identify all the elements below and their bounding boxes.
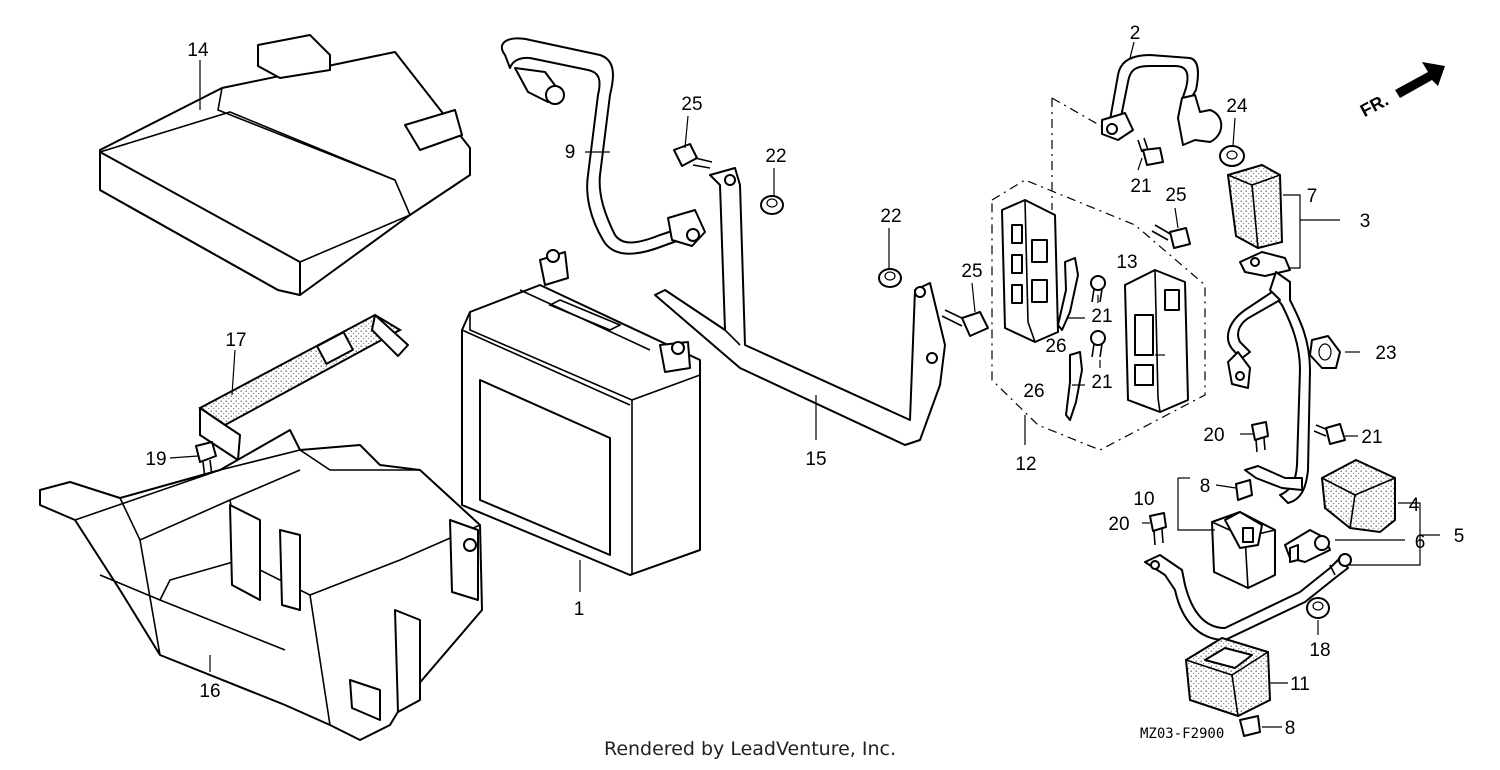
callout-8-upper: 8 xyxy=(1200,476,1211,497)
bolt-part-20-lower xyxy=(1149,512,1167,546)
ground-cable xyxy=(1144,553,1352,641)
diagram-code: MZ03-F2900 xyxy=(1140,726,1224,742)
callout-20-upper: 20 xyxy=(1203,425,1224,446)
fuse-box-cover-part-13 xyxy=(1124,269,1189,413)
bolt-part-25-middle xyxy=(941,309,989,337)
callout-7: 7 xyxy=(1307,186,1318,207)
callout-1: 1 xyxy=(574,599,585,620)
callout-21-fusebox-upper: 21 xyxy=(1091,306,1112,327)
callout-9: 9 xyxy=(565,142,576,163)
callout-25-middle: 25 xyxy=(961,261,982,282)
callout-25-left: 25 xyxy=(681,94,702,115)
terminal-cover-part-7 xyxy=(1226,163,1284,250)
starter-cable-part-3 xyxy=(1226,251,1311,504)
front-label: FR. xyxy=(1357,90,1392,121)
bolt-part-25-left xyxy=(673,143,713,169)
callout-16: 16 xyxy=(199,681,220,702)
battery-case-part-16 xyxy=(39,429,483,741)
battery-cover-part-14 xyxy=(99,34,471,296)
callout-8-lower: 8 xyxy=(1285,718,1296,739)
screw-part-21-right xyxy=(1313,423,1346,445)
screw-part-21-top xyxy=(1137,137,1164,166)
starter-relay-part-10 xyxy=(1211,465,1303,589)
fuse-puller-part-26-upper xyxy=(1057,257,1079,331)
callout-13: 13 xyxy=(1116,252,1137,273)
battery-cable-part-9 xyxy=(500,37,706,255)
callout-21-right: 21 xyxy=(1361,427,1382,448)
screw-part-21-lower-fusebox xyxy=(1090,330,1106,358)
nut-part-18 xyxy=(1306,597,1330,619)
lead-wire-part-2 xyxy=(1101,54,1223,146)
grommet-part-22-right xyxy=(878,268,902,288)
callout-21-fusebox-lower: 21 xyxy=(1091,372,1112,393)
fuse-puller-part-26-lower xyxy=(1065,351,1083,421)
callout-18: 18 xyxy=(1309,640,1330,661)
callout-26-upper: 26 xyxy=(1045,336,1066,357)
callout-26-lower: 26 xyxy=(1023,381,1044,402)
grommet-part-22-left xyxy=(760,195,784,215)
fuse-box-body xyxy=(1001,199,1059,343)
callout-12: 12 xyxy=(1015,454,1036,475)
callout-23: 23 xyxy=(1375,343,1396,364)
callout-14: 14 xyxy=(187,40,209,61)
wire-clamp-part-23 xyxy=(1309,335,1341,369)
callout-numbers: 14 17 19 16 1 9 25 22 15 22 25 12 13 21 … xyxy=(145,23,1464,739)
callout-19: 19 xyxy=(145,449,166,470)
callout-11: 11 xyxy=(1290,674,1310,695)
callout-21-top: 21 xyxy=(1130,176,1151,197)
cover-part-4 xyxy=(1320,458,1396,534)
callout-3: 3 xyxy=(1360,211,1371,232)
leader-lines xyxy=(169,41,1440,728)
relay-cover-part-11 xyxy=(1184,636,1272,718)
callout-24: 24 xyxy=(1226,96,1248,117)
screw-part-21-upper-fusebox xyxy=(1090,275,1106,303)
callout-22-left: 22 xyxy=(765,146,786,167)
callout-17: 17 xyxy=(225,330,246,351)
nut-part-24 xyxy=(1219,145,1245,167)
fuse-part-8-upper xyxy=(1235,479,1253,501)
battery-strap-part-17 xyxy=(198,313,409,461)
battery-part-1 xyxy=(461,249,701,576)
bolt-part-20-upper xyxy=(1251,421,1269,453)
callout-4: 4 xyxy=(1409,495,1420,516)
callout-10: 10 xyxy=(1133,489,1154,510)
callout-25-right: 25 xyxy=(1165,185,1186,206)
credit-line: Rendered by LeadVenture, Inc. xyxy=(603,738,897,760)
callout-22-right: 22 xyxy=(880,206,901,227)
callout-5: 5 xyxy=(1454,526,1465,547)
fuse-part-8-lower xyxy=(1239,715,1261,737)
callout-2: 2 xyxy=(1130,23,1141,44)
battery-bracket-part-15 xyxy=(654,167,946,446)
connector-part-6 xyxy=(1284,529,1331,563)
fuse-box-assembly-part-12 xyxy=(991,97,1206,451)
callout-20-lower: 20 xyxy=(1108,514,1129,535)
callout-15: 15 xyxy=(805,449,826,470)
bolt-part-25-right xyxy=(1151,224,1191,249)
callout-6: 6 xyxy=(1415,532,1426,553)
front-direction-arrow xyxy=(1395,62,1445,98)
